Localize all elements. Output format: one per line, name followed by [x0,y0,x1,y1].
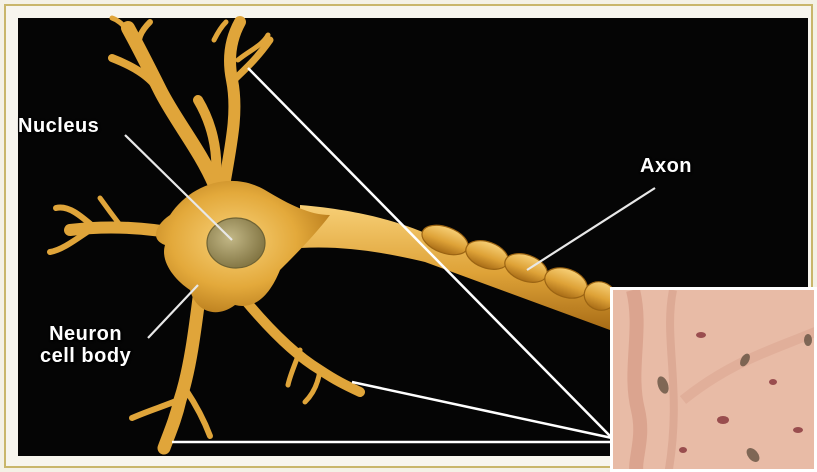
cell-body-label-line2: cell body [40,345,131,367]
micrograph-neural-tissue [613,290,817,472]
cell-body-label-line1: Neuron [40,323,131,345]
nucleus-label: Nucleus [18,116,99,136]
axon-label: Axon [640,156,692,176]
micrograph-inset [610,287,817,472]
cell-body-label: Neuron cell body [40,323,131,367]
